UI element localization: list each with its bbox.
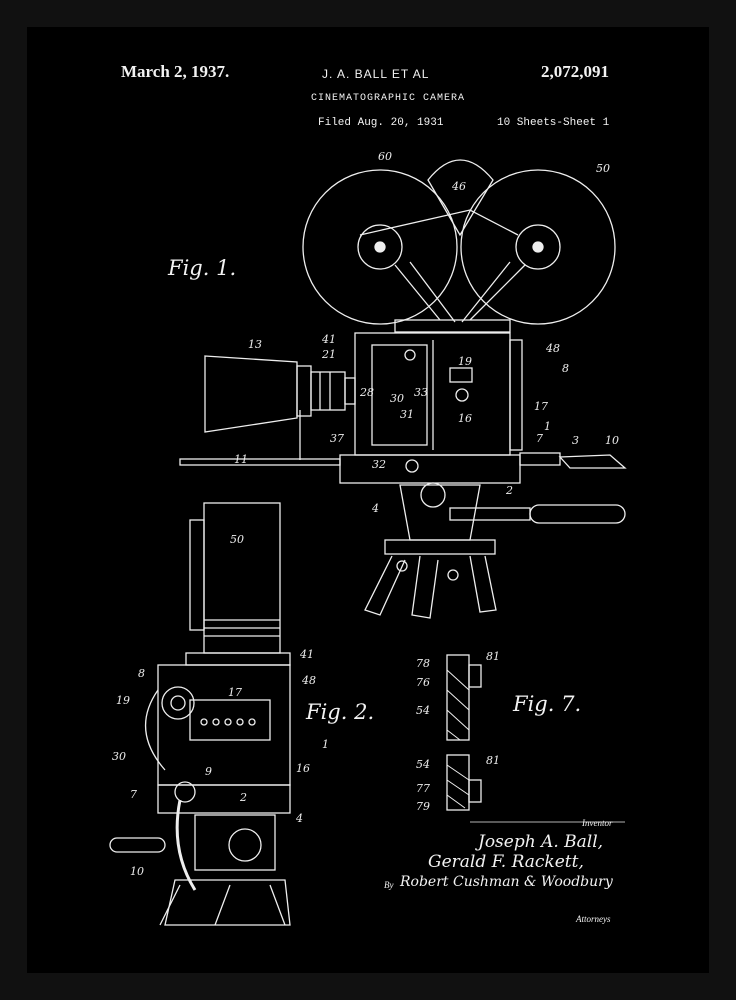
tripod-leg-right: [469, 555, 497, 613]
fig1-ref-numeral: 1: [544, 420, 551, 433]
fig1-ref-numeral: 16: [458, 412, 472, 425]
fig2-ref-numeral: 50: [230, 533, 244, 546]
fig1-ref-numeral: 13: [248, 338, 262, 351]
section-upper: [446, 654, 470, 741]
patent-title: CINEMATOGRAPHIC CAMERA: [311, 93, 466, 104]
filed-date: Filed Aug. 20, 1931: [318, 117, 444, 129]
fig2-ref-numeral: 7: [130, 788, 137, 801]
fig2-ref-numeral: 8: [138, 667, 145, 680]
fig1-label: Fig. 1.: [168, 256, 237, 280]
film-reel-left: [302, 169, 458, 325]
fig7-ref-numeral: 77: [416, 782, 430, 795]
fig1-ref-numeral: 28: [359, 386, 374, 399]
fig1-ref-numeral: 19: [458, 355, 472, 368]
fig1-ref-numeral: 60: [378, 150, 392, 163]
fig1-ref-numeral: 3: [572, 434, 579, 447]
fig1-ref-numeral: 50: [596, 162, 610, 175]
inventor-name-1: Joseph A. Ball,: [478, 832, 604, 852]
fig7-ref-numeral: 54: [416, 704, 430, 717]
crank-handle: [109, 837, 166, 853]
fig1-ref-numeral: 32: [372, 458, 386, 471]
fig7-ref-numeral: 79: [416, 800, 430, 813]
fig1-ref-numeral: 21: [321, 348, 336, 361]
fig7-drawing: [446, 654, 482, 811]
fig7-ref-numeral: 76: [416, 676, 430, 689]
by-label: By: [384, 880, 394, 890]
fig1-ref-numeral: 46: [451, 180, 466, 193]
inventor-short: J. A. BALL ET AL: [322, 67, 430, 81]
attorneys-label: Attorneys: [576, 914, 611, 924]
fig2-ref-numeral: 48: [301, 674, 316, 687]
matte-box: [204, 355, 298, 433]
fig7-ref-numeral: 78: [416, 657, 430, 670]
fig1-ref-numeral: 31: [400, 408, 414, 421]
fig1-ref-numeral: 48: [545, 342, 560, 355]
cable-10: [558, 454, 627, 469]
fig2-ref-numeral: 17: [228, 686, 242, 699]
inventor-name-2: Gerald F. Rackett,: [428, 852, 584, 872]
fig1-ref-numeral: 8: [562, 362, 569, 375]
fig1-ref-numeral: 11: [234, 453, 248, 466]
fig2-ref-numeral: 16: [296, 762, 310, 775]
film-reel-right: [460, 169, 616, 325]
sheet-number: 10 Sheets-Sheet 1: [497, 117, 610, 129]
fig1-drawing: [179, 159, 627, 619]
fig1-ref-numeral: 33: [414, 386, 428, 399]
fig7-ref-numeral: 81: [486, 754, 500, 767]
fig1-ref-numeral: 17: [534, 400, 548, 413]
inventor-label: Inventor: [582, 818, 613, 828]
fig7-ref-numeral: 54: [416, 758, 430, 771]
fig7-label: Fig. 7.: [513, 692, 582, 716]
fig2-ref-numeral: 30: [112, 750, 126, 763]
tripod-leg-left: [364, 555, 406, 616]
fig1-ref-numeral: 37: [330, 432, 344, 445]
fig1-ref-numeral: 4: [371, 502, 379, 515]
fig1-ref-numeral: 2: [505, 484, 513, 497]
patent-number: 2,072,091: [541, 62, 609, 81]
rod-11: [179, 458, 341, 466]
fig7-ref-numeral: 81: [486, 650, 500, 663]
patent-date: March 2, 1937.: [121, 62, 230, 81]
fig2-ref-numeral: 41: [299, 648, 314, 661]
attorney-signature: Robert Cushman & Woodbury: [400, 874, 613, 890]
take-up-housing: [427, 159, 494, 237]
fig2-ref-numeral: 10: [130, 865, 144, 878]
fig2-drawing: [109, 502, 291, 926]
fig2-ref-numeral: 2: [239, 791, 247, 804]
fig2-label: Fig. 2.: [306, 700, 375, 724]
tripod-leg-center: [411, 555, 439, 619]
pan-handle: [529, 504, 626, 524]
fig2-ref-numeral: 19: [116, 694, 130, 707]
fig1-ref-numeral: 7: [536, 432, 543, 445]
fig2-ref-numeral: 9: [205, 765, 212, 778]
fig1-ref-numeral: 41: [321, 333, 336, 346]
fig1-ref-numeral: 10: [605, 434, 619, 447]
fig1-ref-numeral: 30: [390, 392, 404, 405]
blueprint-sheet: [27, 27, 709, 973]
fig2-ref-numeral: 4: [295, 812, 303, 825]
fig2-ref-numeral: 1: [322, 738, 329, 751]
